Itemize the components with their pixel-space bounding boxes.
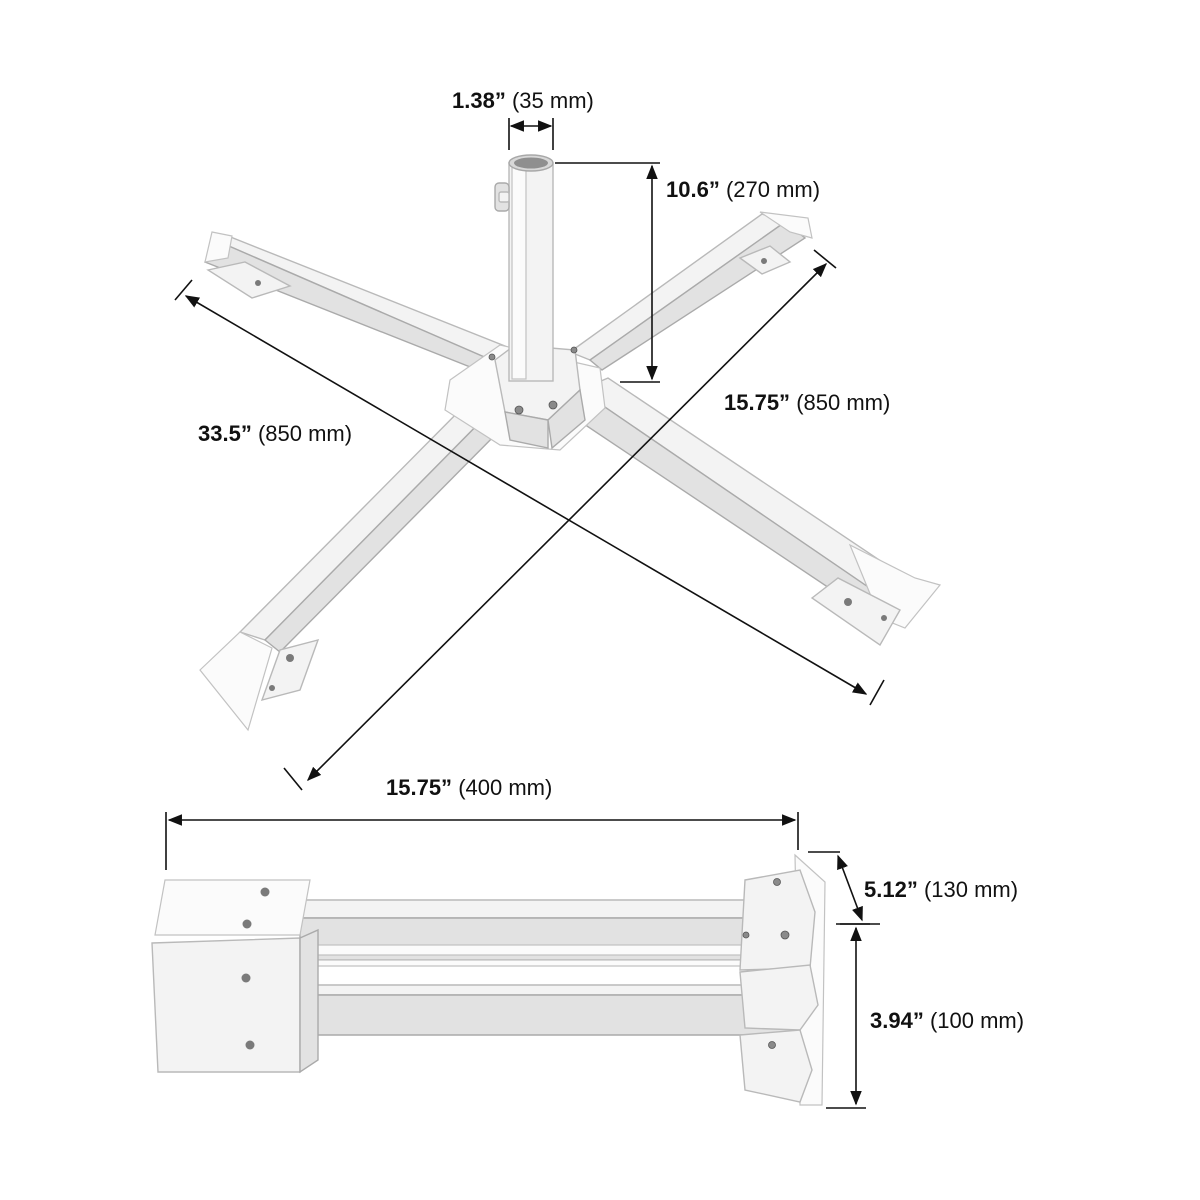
- dim-diagonal-right: [283, 249, 837, 791]
- dim-tube-diameter: [508, 118, 554, 150]
- dim-folded-length: [165, 812, 799, 870]
- label-folded-depth: 5.12” (130 mm): [864, 877, 1018, 902]
- label-folded-length: 15.75” (400 mm): [386, 775, 552, 800]
- leg-back-right: [568, 211, 813, 371]
- label-tube-height: 10.6” (270 mm): [666, 177, 820, 202]
- dim-folded-height: [826, 923, 880, 1109]
- label-diagonal-left: 33.5” (850 mm): [198, 421, 352, 446]
- leg-back-left: [204, 231, 522, 379]
- folded-umbrella-base: [151, 853, 826, 1106]
- leg-front-right: [558, 377, 942, 647]
- label-diagonal-right: 15.75” (850 mm): [724, 390, 890, 415]
- label-tube-diameter: 1.38” (35 mm): [452, 88, 594, 113]
- label-folded-height: 3.94” (100 mm): [870, 1008, 1024, 1033]
